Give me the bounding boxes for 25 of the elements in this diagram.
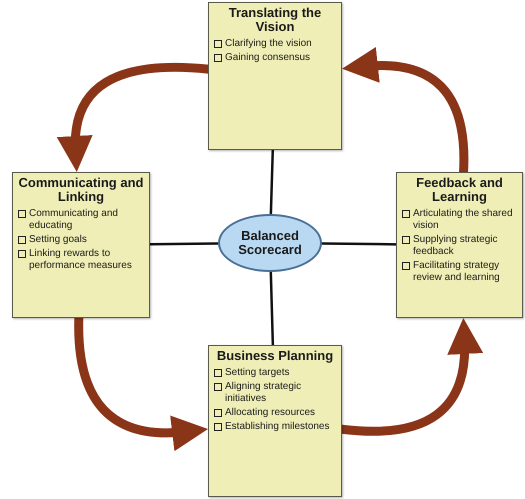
process-box: [208, 2, 342, 150]
process-box: [12, 172, 150, 318]
box-heading: Feedback and Learning: [415, 176, 504, 204]
connector-line: [148, 242, 220, 246]
list-item: Gaining consensus: [225, 52, 310, 64]
list-item: Supplying strategic feedback: [413, 234, 498, 258]
list-item: Linking rewards to performance measures: [29, 248, 133, 272]
list-item: Allocating resources: [225, 407, 316, 419]
box-heading: Business Planning: [216, 349, 334, 363]
center-label: Balanced Scorecard: [237, 229, 303, 257]
list-item: Setting goals: [29, 234, 87, 246]
list-item: Aligning strategic initiatives: [225, 381, 302, 405]
connector-line: [270, 148, 274, 216]
process-box: [208, 345, 342, 497]
connector-line: [320, 242, 398, 246]
connector-line: [270, 270, 274, 346]
list-item: Establishing milestones: [225, 421, 330, 433]
box-heading: Communicating and Linking: [18, 176, 144, 204]
process-box: [396, 172, 523, 318]
list-item: Communicating and educating: [29, 208, 119, 232]
list-item: Clarifying the vision: [225, 38, 312, 50]
list-item: Facilitating strategy review and learning: [413, 260, 501, 284]
list-item: Setting targets: [225, 367, 290, 379]
list-item: Articulating the shared vision: [413, 208, 514, 232]
box-heading: Translating the Vision: [228, 6, 322, 34]
